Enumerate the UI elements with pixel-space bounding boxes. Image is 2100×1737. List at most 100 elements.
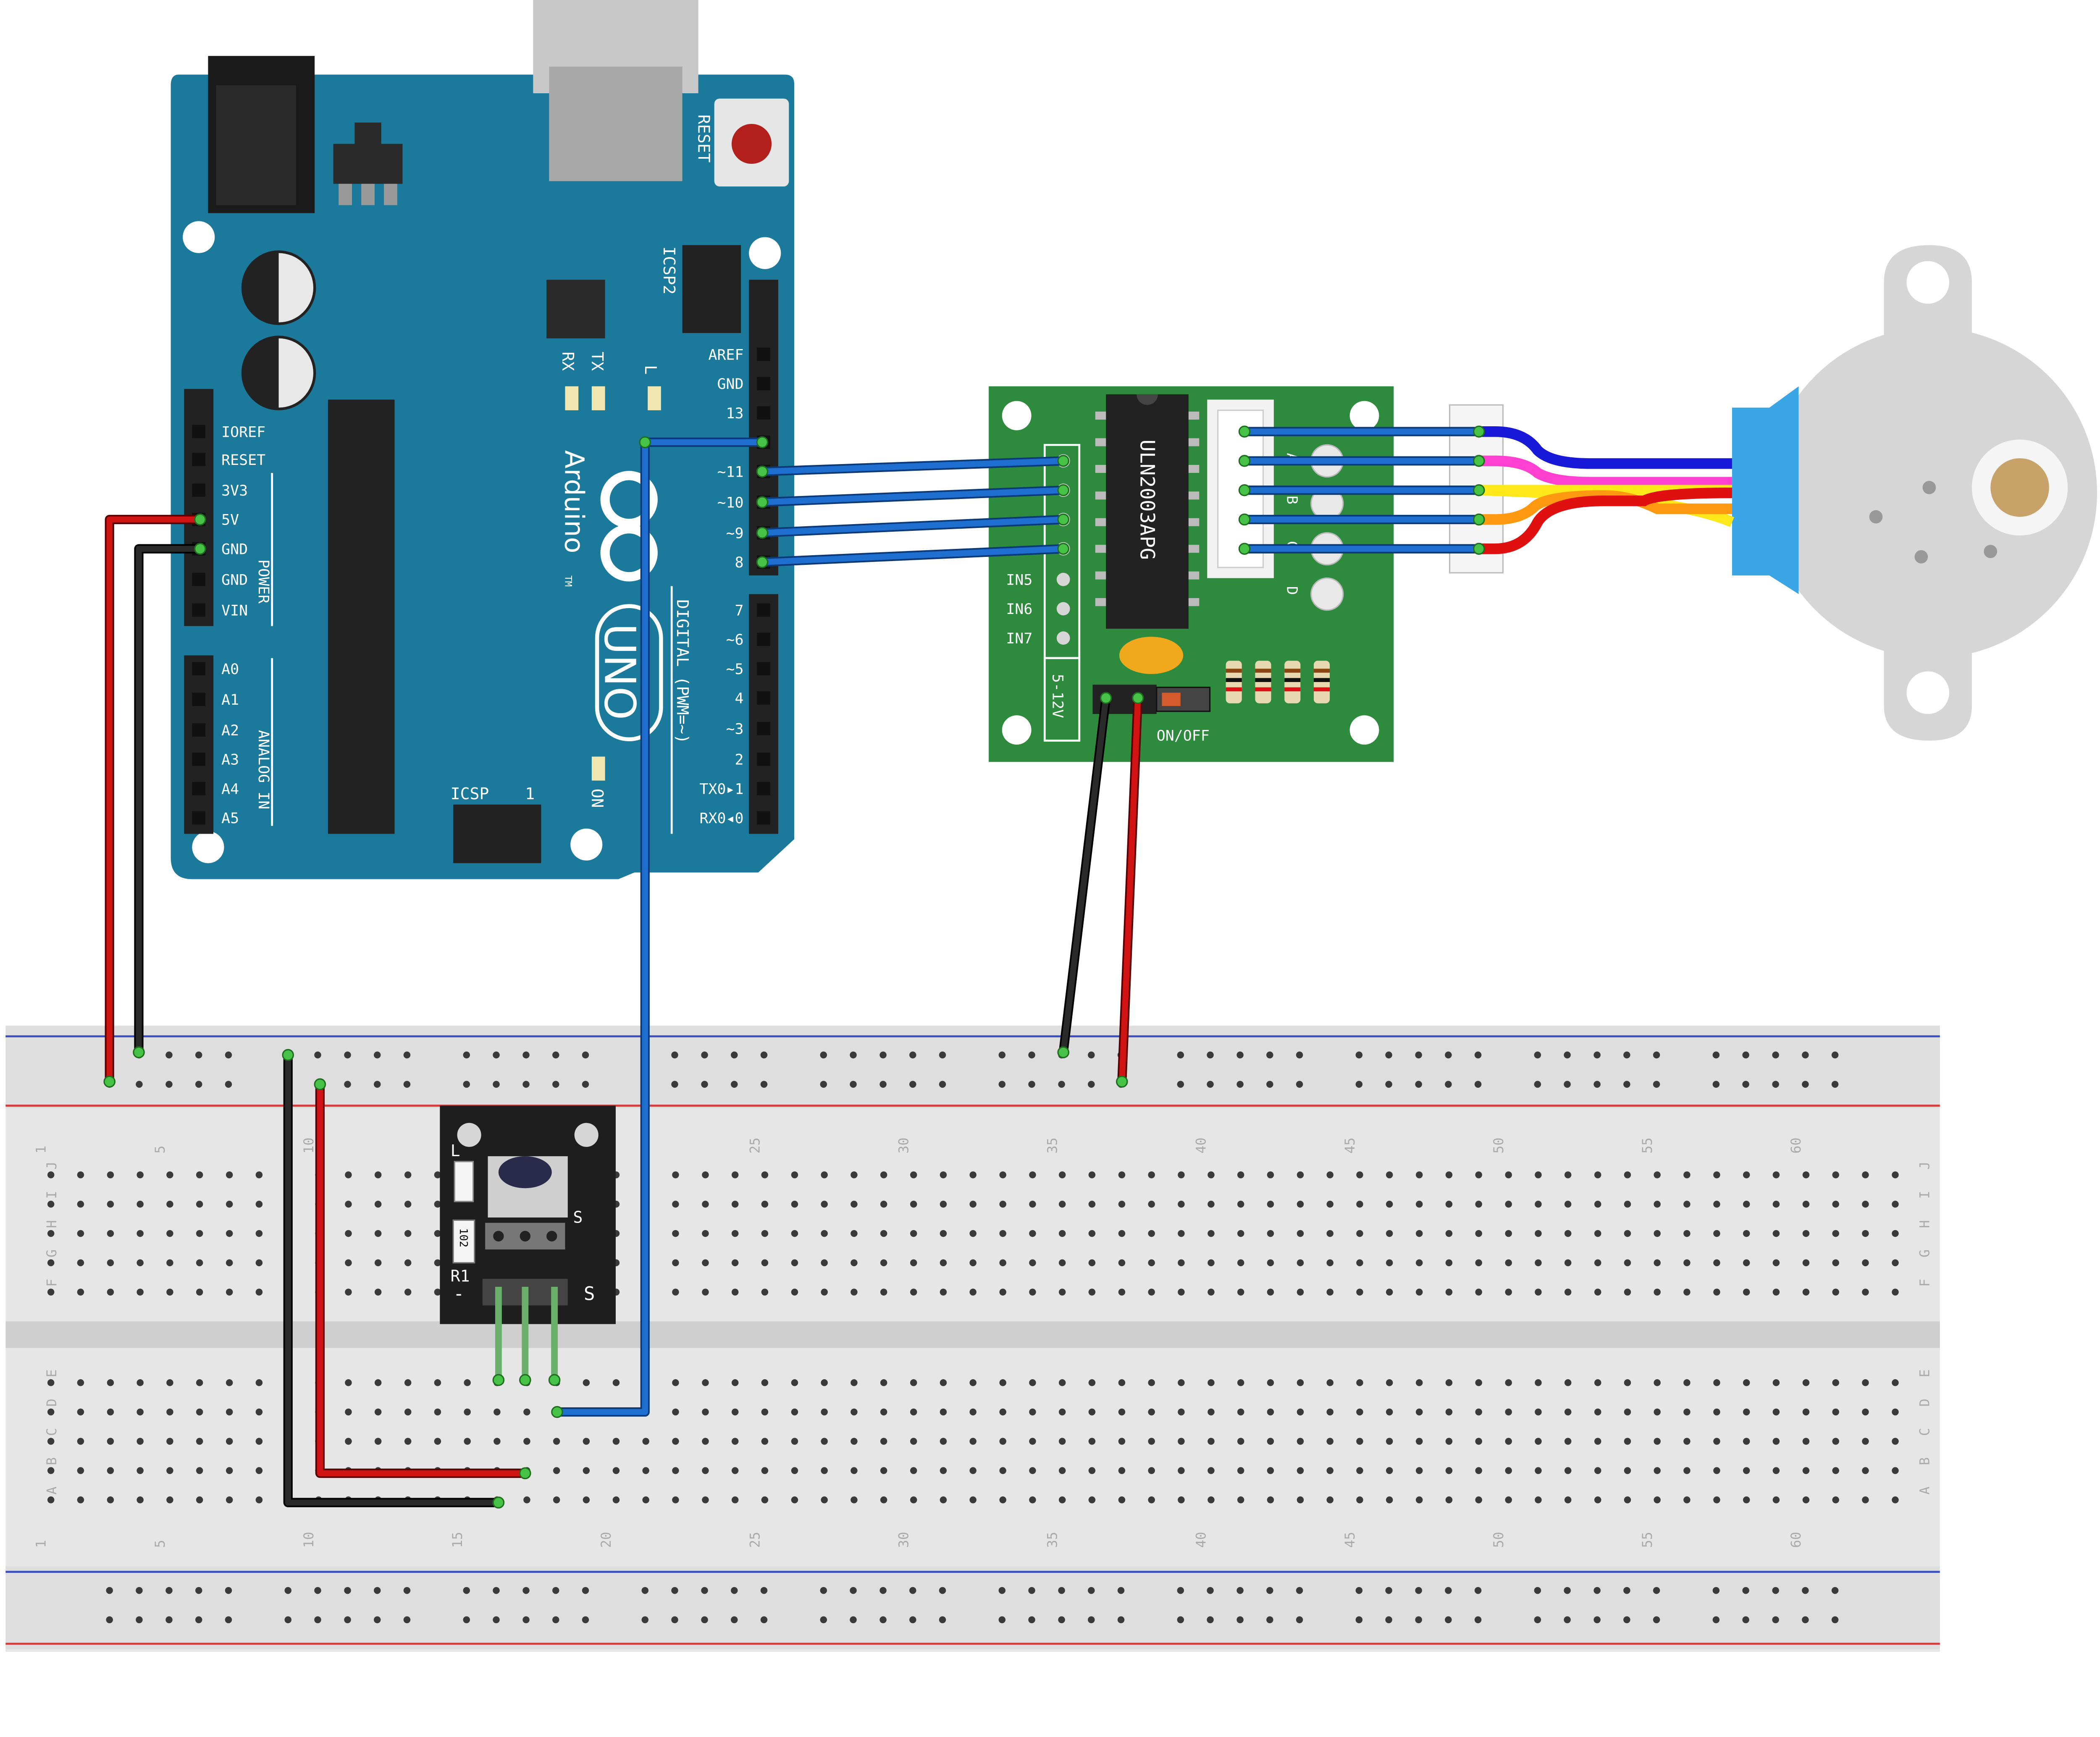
wire-endpoint[interactable] — [1132, 692, 1144, 704]
breadboard-hole[interactable] — [1535, 1259, 1542, 1267]
breadboard-hole[interactable] — [1148, 1201, 1155, 1208]
breadboard-hole[interactable] — [1654, 1379, 1661, 1386]
breadboard-hole[interactable] — [1267, 1288, 1274, 1296]
power-switch-lever[interactable] — [1162, 693, 1181, 706]
header-pin[interactable] — [757, 632, 770, 646]
wire-endpoint[interactable] — [1238, 455, 1251, 467]
breadboard-hole[interactable] — [1594, 1438, 1601, 1445]
breadboard-hole[interactable] — [731, 1230, 739, 1237]
wire-endpoint[interactable] — [103, 1076, 116, 1088]
breadboard-hole[interactable] — [969, 1467, 976, 1474]
breadboard-hole[interactable] — [47, 1201, 55, 1208]
rail-hole[interactable] — [165, 1616, 173, 1624]
breadboard-hole[interactable] — [1713, 1408, 1720, 1416]
breadboard-hole[interactable] — [880, 1201, 887, 1208]
rail-hole[interactable] — [225, 1616, 232, 1624]
wire-endpoint[interactable] — [282, 1049, 294, 1061]
rail-hole[interactable] — [1415, 1081, 1422, 1088]
breadboard-hole[interactable] — [1475, 1259, 1482, 1267]
breadboard-hole[interactable] — [910, 1379, 917, 1386]
breadboard-hole[interactable] — [1832, 1496, 1839, 1503]
wire-in3-blue[interactable] — [759, 516, 1066, 536]
breadboard-hole[interactable] — [761, 1230, 769, 1237]
breadboard-hole[interactable] — [226, 1288, 233, 1296]
breadboard-hole[interactable] — [910, 1259, 917, 1267]
wire-5v-red[interactable] — [106, 516, 203, 1085]
breadboard-hole[interactable] — [1862, 1379, 1869, 1386]
breadboard-hole[interactable] — [1148, 1496, 1155, 1503]
breadboard-hole[interactable] — [1088, 1379, 1096, 1386]
breadboard-hole[interactable] — [1445, 1201, 1453, 1208]
breadboard-hole[interactable] — [1683, 1379, 1690, 1386]
breadboard-hole[interactable] — [999, 1171, 1006, 1178]
breadboard-hole[interactable] — [1594, 1408, 1601, 1416]
breadboard-hole[interactable] — [1683, 1408, 1690, 1416]
breadboard-hole[interactable] — [226, 1408, 233, 1416]
rail-hole[interactable] — [374, 1587, 381, 1594]
breadboard-hole[interactable] — [1237, 1201, 1244, 1208]
breadboard-hole[interactable] — [1505, 1288, 1512, 1296]
breadboard-hole[interactable] — [1743, 1201, 1750, 1208]
breadboard-hole[interactable] — [672, 1496, 679, 1503]
rail-hole[interactable] — [1028, 1051, 1035, 1059]
breadboard-hole[interactable] — [612, 1496, 620, 1503]
breadboard-hole[interactable] — [1326, 1467, 1334, 1474]
rail-hole[interactable] — [522, 1616, 530, 1624]
rail-hole[interactable] — [314, 1587, 321, 1594]
breadboard-hole[interactable] — [1772, 1496, 1780, 1503]
wire-in4-blue[interactable] — [759, 546, 1066, 565]
header-pin[interactable] — [757, 377, 770, 391]
breadboard-hole[interactable] — [702, 1259, 709, 1267]
breadboard-hole[interactable] — [1058, 1288, 1066, 1296]
rail-hole[interactable] — [1415, 1051, 1422, 1059]
breadboard-hole[interactable] — [255, 1438, 263, 1445]
breadboard-hole[interactable] — [969, 1288, 976, 1296]
breadboard-hole[interactable] — [1802, 1201, 1810, 1208]
rail-hole[interactable] — [1088, 1051, 1095, 1059]
rail-hole[interactable] — [909, 1051, 916, 1059]
rail-hole[interactable] — [195, 1051, 202, 1059]
breadboard-hole[interactable] — [1267, 1496, 1274, 1503]
breadboard-hole[interactable] — [1356, 1259, 1363, 1267]
rail-hole[interactable] — [403, 1616, 411, 1624]
breadboard-hole[interactable] — [107, 1230, 114, 1237]
breadboard-hole[interactable] — [1356, 1438, 1363, 1445]
breadboard-hole[interactable] — [136, 1379, 144, 1386]
breadboard-hole[interactable] — [1564, 1171, 1572, 1178]
rail-hole[interactable] — [1831, 1616, 1839, 1624]
breadboard-hole[interactable] — [1356, 1171, 1363, 1178]
breadboard-hole[interactable] — [1654, 1467, 1661, 1474]
breadboard-hole[interactable] — [1802, 1379, 1810, 1386]
rail-hole[interactable] — [879, 1051, 887, 1059]
breadboard-hole[interactable] — [434, 1259, 441, 1267]
breadboard-hole[interactable] — [166, 1408, 173, 1416]
breadboard-hole[interactable] — [969, 1171, 976, 1178]
rail-hole[interactable] — [106, 1616, 113, 1624]
driver-input-pin[interactable] — [1056, 572, 1070, 586]
rail-hole[interactable] — [998, 1616, 1006, 1624]
breadboard-hole[interactable] — [1386, 1171, 1393, 1178]
rail-hole[interactable] — [998, 1587, 1006, 1594]
breadboard-hole[interactable] — [1475, 1379, 1482, 1386]
breadboard-hole[interactable] — [107, 1408, 114, 1416]
breadboard-hole[interactable] — [404, 1379, 412, 1386]
breadboard-hole[interactable] — [1088, 1230, 1096, 1237]
breadboard-hole[interactable] — [1535, 1496, 1542, 1503]
breadboard-hole[interactable] — [1772, 1171, 1780, 1178]
rail-hole[interactable] — [1474, 1051, 1482, 1059]
rail-hole[interactable] — [939, 1051, 946, 1059]
breadboard-hole[interactable] — [702, 1467, 709, 1474]
breadboard-hole[interactable] — [434, 1379, 441, 1386]
header-pin[interactable] — [192, 782, 206, 795]
rail-hole[interactable] — [225, 1051, 232, 1059]
breadboard-hole[interactable] — [434, 1438, 441, 1445]
wire-in2-blue[interactable] — [759, 487, 1066, 505]
breadboard-hole[interactable] — [1624, 1379, 1631, 1386]
breadboard-hole[interactable] — [226, 1171, 233, 1178]
breadboard-hole[interactable] — [940, 1496, 947, 1503]
breadboard-hole[interactable] — [1415, 1438, 1423, 1445]
wire-endpoint[interactable] — [1473, 425, 1485, 438]
breadboard-hole[interactable] — [1237, 1259, 1244, 1267]
breadboard-hole[interactable] — [523, 1438, 530, 1445]
breadboard-hole[interactable] — [761, 1438, 769, 1445]
